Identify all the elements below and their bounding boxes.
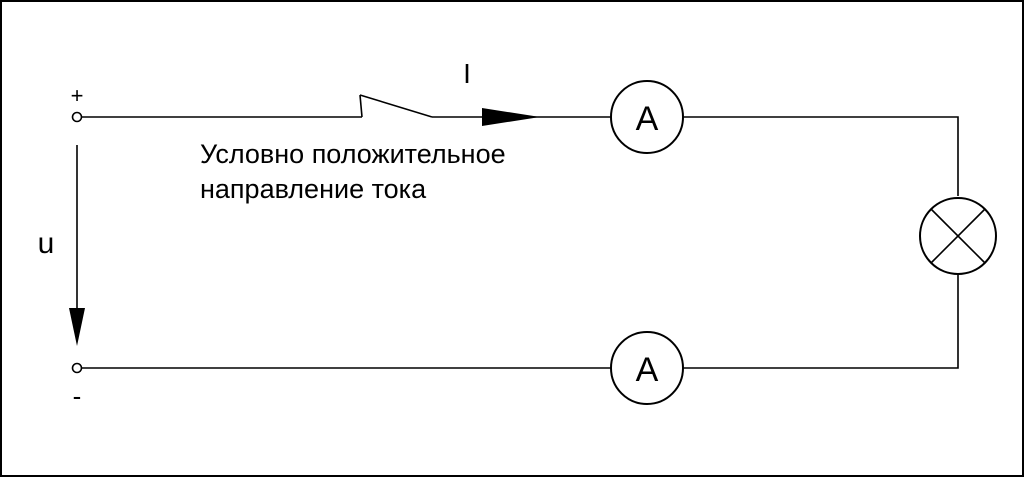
polarity-minus-label: - [73, 381, 82, 411]
voltage-label: u [38, 227, 55, 260]
switch-blade [359, 94, 433, 118]
lamp-cross-b [930, 208, 986, 264]
terminal-minus-icon [71, 362, 83, 374]
wire-bottom-right [683, 274, 959, 369]
switch-hinge [359, 94, 363, 118]
voltage-arrow-icon [69, 308, 85, 346]
current-label: I [463, 58, 471, 89]
wire-top-right [683, 116, 959, 196]
ammeter-top-label: A [636, 100, 659, 138]
polarity-plus-label: + [71, 83, 84, 108]
ammeter-bottom-label: A [636, 351, 659, 389]
direction-note-line2: направление тока [200, 174, 427, 204]
direction-note-line1: Условно положительное [200, 139, 506, 169]
terminal-plus-icon [71, 111, 83, 123]
current-arrow-icon [482, 108, 540, 126]
